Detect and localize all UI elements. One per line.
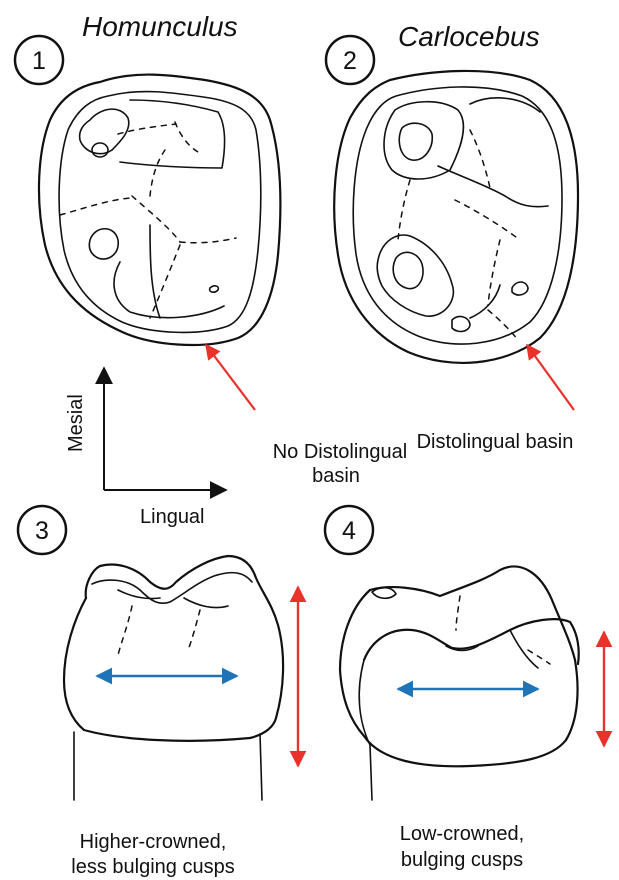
homunculus-occlusal-drawing	[39, 75, 280, 345]
panel-1-number-badge: 1	[15, 36, 63, 84]
lingual-axis-label: Lingual	[140, 506, 205, 528]
panel-2-number-badge: 2	[326, 36, 374, 84]
panel-1-title: Homunculus	[82, 11, 238, 42]
panel-3-caption-line-1: Higher-crowned,	[80, 831, 227, 853]
panel-1-annotation-line-1: No Distolingual	[273, 441, 408, 463]
panel-4-number: 4	[342, 517, 356, 545]
panel-4-caption-line-1: Low-crowned,	[400, 823, 525, 845]
orientation-axes: Mesial Lingual	[65, 368, 226, 528]
panel-4-caption-line-2: bulging cusps	[401, 849, 523, 871]
carlocebus-occlusal-drawing	[334, 71, 578, 363]
panel-3-number: 3	[35, 517, 49, 545]
homunculus-crown-side-drawing	[64, 556, 283, 800]
panel-3-number-badge: 3	[18, 506, 66, 554]
mesial-axis-label: Mesial	[65, 394, 87, 452]
panel-2-pointer-arrow	[527, 345, 574, 410]
panel-1-annotation-line-2: basin	[312, 465, 360, 487]
panel-2-annotation-line-1: Distolingual basin	[417, 431, 574, 453]
panel-2-number: 2	[343, 47, 357, 75]
panel-1-pointer-arrow	[206, 345, 255, 410]
panel-1-number: 1	[32, 47, 46, 75]
panel-3-caption-line-2: less bulging cusps	[71, 856, 234, 878]
carlocebus-crown-side-drawing	[340, 567, 579, 800]
panel-2-title: Carlocebus	[398, 21, 540, 52]
panel-4-number-badge: 4	[325, 506, 373, 554]
